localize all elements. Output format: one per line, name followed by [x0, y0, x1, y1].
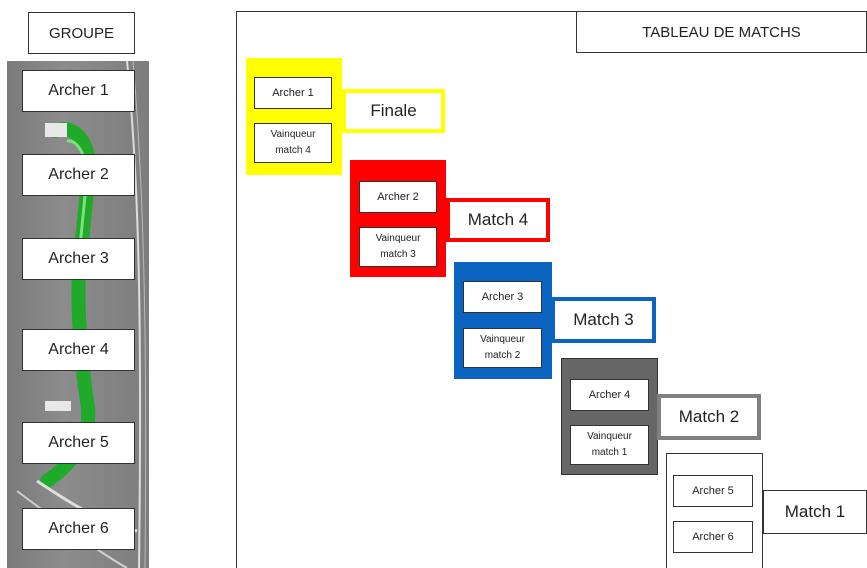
group-archer-1: Archer 1 — [22, 70, 135, 112]
slot-match2-2-line2: match 1 — [591, 447, 628, 458]
slot-match1-2: Archer 6 — [673, 521, 753, 553]
bracket-frame — [236, 11, 867, 568]
slot-finale-2-line1: Vainqueur — [270, 129, 316, 140]
label-match-4: Match 4 — [446, 198, 550, 242]
slot-match4-2-line1: Vainqueur — [375, 233, 421, 244]
group-archer-4: Archer 4 — [22, 329, 135, 371]
slot-match4-1: Archer 2 — [359, 181, 437, 213]
slot-match1-1: Archer 5 — [673, 475, 753, 507]
group-archer-6: Archer 6 — [22, 508, 135, 550]
group-archer-3: Archer 3 — [22, 238, 135, 280]
slot-match3-2-line2: match 2 — [484, 350, 521, 361]
group-archer-5: Archer 5 — [22, 422, 135, 464]
bracket-title: TABLEAU DE MATCHS — [576, 11, 867, 53]
group-panel — [7, 61, 149, 568]
slot-finale-2-line2: match 4 — [275, 145, 311, 156]
slot-match3-2: Vainqueur match 2 — [463, 328, 542, 368]
label-match-1: Match 1 — [763, 490, 867, 534]
groupe-title: GROUPE — [28, 12, 135, 54]
slot-match2-2-line1: Vainqueur — [587, 431, 632, 442]
slot-finale-2: Vainqueur match 4 — [254, 123, 332, 163]
label-match-2: Match 2 — [657, 394, 761, 440]
slot-match4-2: Vainqueur match 3 — [359, 227, 437, 267]
slot-finale-1: Archer 1 — [254, 77, 332, 109]
slot-match4-2-line2: match 3 — [380, 249, 416, 260]
label-match-3: Match 3 — [551, 297, 656, 343]
slot-match3-2-line1: Vainqueur — [480, 334, 525, 345]
label-finale: Finale — [342, 89, 445, 133]
slot-match3-1: Archer 3 — [463, 281, 542, 313]
slot-match2-2: Vainqueur match 1 — [570, 425, 649, 465]
bow-illustration — [16, 61, 147, 568]
group-archer-2: Archer 2 — [22, 154, 135, 196]
slot-match2-1: Archer 4 — [570, 379, 649, 411]
